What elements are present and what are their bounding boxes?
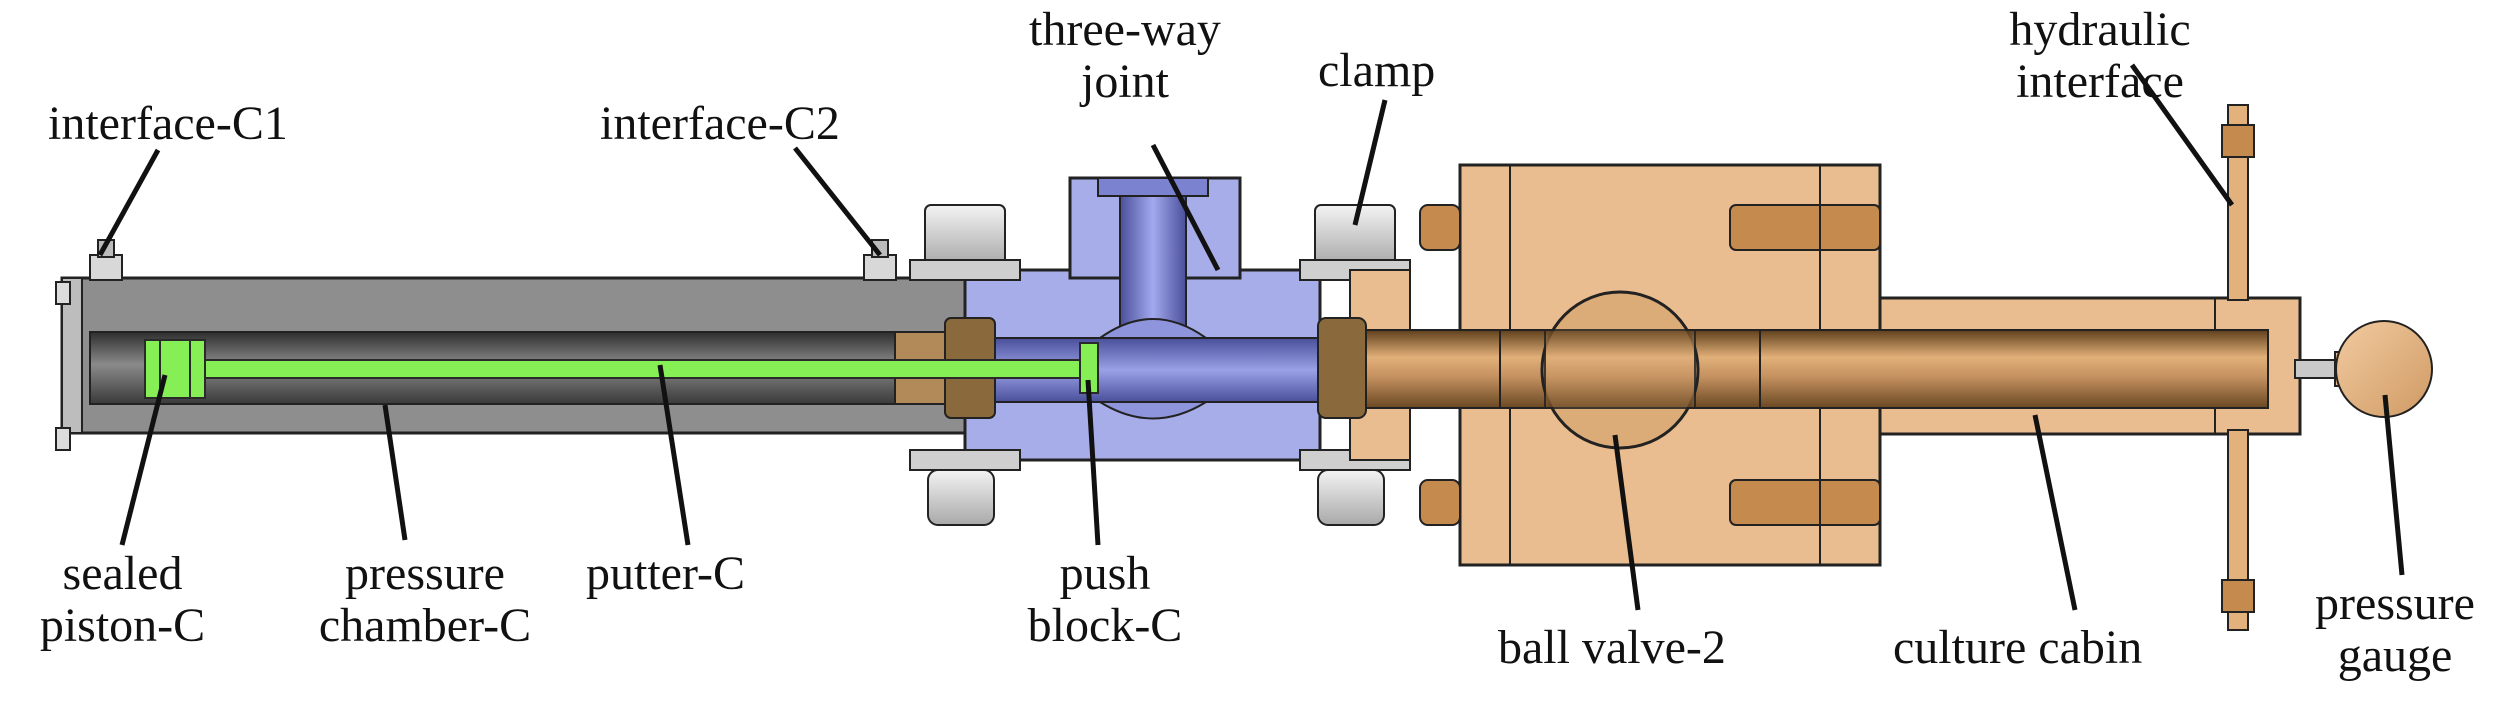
hydraulic-interface-pipes xyxy=(2221,104,2255,631)
sealed-piston-c xyxy=(144,339,206,399)
pressure-gauge xyxy=(2294,320,2433,418)
leader-ball-valve xyxy=(1612,434,1641,611)
leader-clamp xyxy=(1352,99,1388,226)
label-hydraulic-interface-line1: hydraulic xyxy=(2009,3,2191,56)
label-pressure-gauge-line1: pressure xyxy=(2315,577,2475,630)
leader-putter xyxy=(657,364,691,546)
label-three-way-joint: three-way joint xyxy=(1005,4,1245,108)
label-putter: putter-C xyxy=(586,547,745,600)
label-pressure-chamber-line1: pressure xyxy=(345,547,505,600)
valve-ball xyxy=(1540,290,1700,450)
leader-interface-c1 xyxy=(97,148,161,257)
label-pressure-gauge-line2: gauge xyxy=(2337,629,2453,682)
label-culture-cabin: culture cabin xyxy=(1893,621,2143,674)
label-three-way-joint-line2: joint xyxy=(1080,55,1169,108)
three-way-joint xyxy=(963,176,1322,462)
leader-culture-cabin xyxy=(2032,414,2078,611)
label-clamp: clamp xyxy=(1318,44,1436,97)
label-push-block: push block-C xyxy=(1000,548,1210,652)
label-push-block-line2: block-C xyxy=(1027,599,1183,652)
label-pressure-chamber-line2: chamber-C xyxy=(318,599,532,652)
label-sealed-piston-line2: piston-C xyxy=(39,599,206,652)
label-pressure-gauge: pressure gauge xyxy=(2290,578,2500,682)
interface-c2-fitting xyxy=(863,239,897,281)
leader-pressure-gauge xyxy=(2382,394,2405,576)
inner-rod xyxy=(1317,317,2269,419)
leader-lines xyxy=(97,63,2405,611)
leader-push-block xyxy=(1085,379,1101,546)
label-hydraulic-interface: hydraulic interface xyxy=(1990,4,2210,108)
leader-pressure-chamber xyxy=(382,404,408,541)
leader-sealed-piston xyxy=(119,374,168,546)
leader-three-way-joint xyxy=(1150,143,1221,272)
label-pressure-chamber: pressure chamber-C xyxy=(290,548,560,652)
leader-hydraulic-interface xyxy=(2129,63,2235,207)
label-hydraulic-interface-line2: interface xyxy=(2016,55,2184,108)
label-ball-valve: ball valve-2 xyxy=(1498,621,1726,674)
label-three-way-joint-line1: three-way xyxy=(1029,3,1221,56)
pressure-chamber xyxy=(55,276,969,451)
left-clamp xyxy=(909,204,1021,526)
label-interface-c1: interface-C1 xyxy=(48,97,288,150)
label-sealed-piston-line1: sealed xyxy=(62,547,183,600)
putter-c-rod xyxy=(149,342,1099,394)
label-sealed-piston: sealed piston-C xyxy=(0,548,245,652)
leader-interface-c2 xyxy=(793,146,882,257)
label-push-block-line1: push xyxy=(1059,547,1151,600)
label-interface-c2: interface-C2 xyxy=(600,97,840,150)
